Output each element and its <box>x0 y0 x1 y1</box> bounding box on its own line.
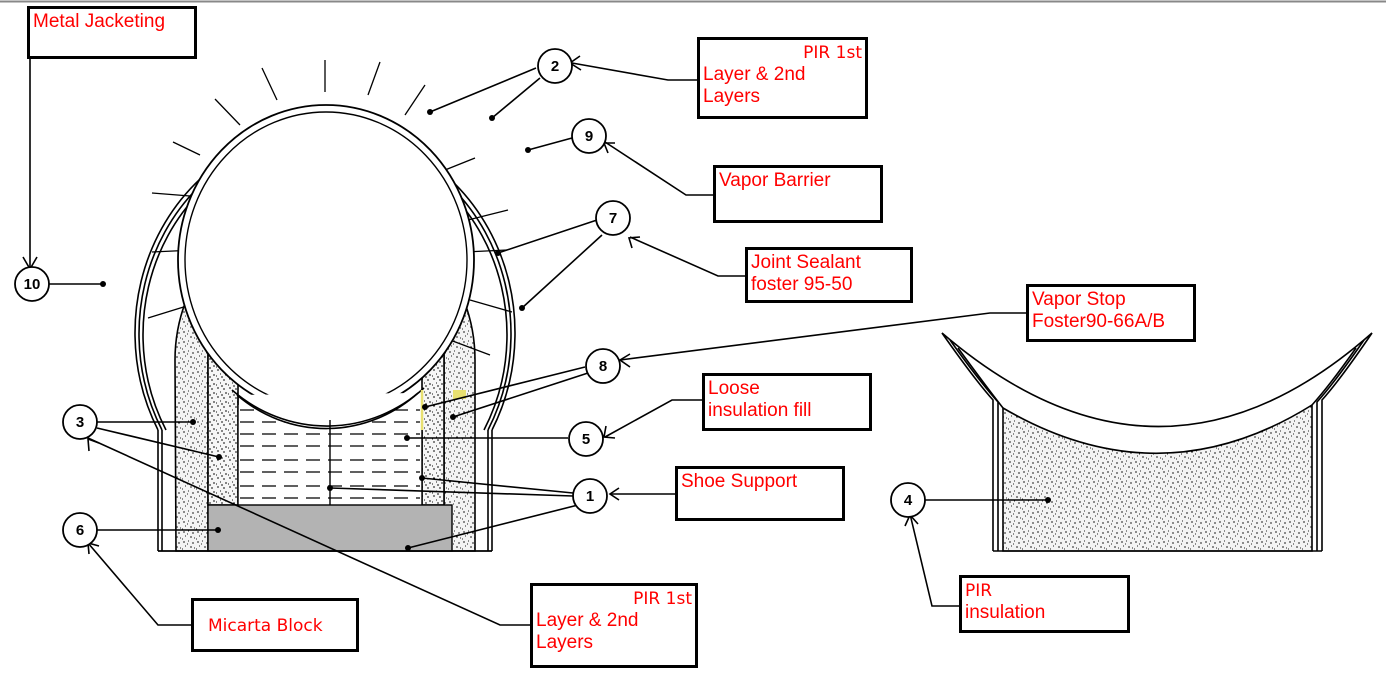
svg-text:9: 9 <box>585 128 593 145</box>
arrowhead-7 <box>627 236 641 249</box>
label-text: Joint Sealant <box>751 252 861 273</box>
label-pir-layers-bottom: PIR 1st Layer & 2nd Layers <box>530 583 698 668</box>
label-text: Layer & 2nd <box>536 610 639 631</box>
pointer-7b <box>521 234 603 309</box>
leader-loose-fill <box>604 399 703 438</box>
label-text: PIR 1st <box>803 43 862 63</box>
svg-text:5: 5 <box>582 431 590 448</box>
callout-3: 3 <box>62 404 98 440</box>
arrowhead-8 <box>618 353 631 368</box>
pir-saddle-assembly <box>941 332 1373 552</box>
arrowhead-3 <box>87 437 100 452</box>
leader-vapor-stop <box>619 312 1027 361</box>
callout-bubbles: 10 2 9 7 8 5 1 3 6 4 <box>14 48 926 548</box>
callout-9: 9 <box>571 118 607 154</box>
label-text: Micarta Block <box>208 616 323 636</box>
callout-7: 7 <box>595 200 631 236</box>
label-text: Vapor Barrier <box>719 170 831 191</box>
svg-text:2: 2 <box>551 58 559 75</box>
label-text: PIR 1st <box>633 589 692 609</box>
label-text: Layers <box>703 86 761 107</box>
label-text: Layers <box>536 632 594 653</box>
micarta-block <box>207 504 453 552</box>
svg-text:3: 3 <box>76 414 84 431</box>
label-text: Foster90-66A/B <box>1032 311 1166 332</box>
leader-pir-insulation <box>909 513 960 607</box>
pointer-1a <box>329 487 574 497</box>
arrowhead-5 <box>603 425 616 439</box>
leader-pir-top <box>571 62 698 81</box>
label-metal-jacketing: Metal Jacketing <box>27 6 197 59</box>
pipe-wall <box>184 111 468 409</box>
target-dots <box>100 109 1051 551</box>
label-loose-insulation-fill: Loose insulation fill <box>702 373 872 431</box>
pointer-1b <box>421 477 574 494</box>
label-text: insulation fill <box>708 400 812 421</box>
leader-pir-bottom <box>87 437 531 626</box>
label-pir-layers-top: PIR 1st Layer & 2nd Layers <box>697 37 868 119</box>
label-text: Layer & 2nd <box>703 64 806 85</box>
callout-4: 4 <box>890 482 926 518</box>
svg-text:1: 1 <box>586 488 594 505</box>
callout-8: 8 <box>585 348 621 384</box>
label-text: PIR <box>965 581 993 601</box>
svg-text:4: 4 <box>904 492 913 509</box>
label-text: Metal Jacketing <box>33 11 166 32</box>
pointer-2b <box>491 77 541 119</box>
pointer-9 <box>527 137 573 151</box>
callout-10: 10 <box>14 266 50 302</box>
callout-1: 1 <box>572 478 608 514</box>
label-vapor-stop: Vapor Stop Foster90-66A/B <box>1026 284 1196 342</box>
pipe-support-assembly <box>134 60 516 552</box>
label-text: foster 95-50 <box>751 274 853 295</box>
label-text: Shoe Support <box>681 471 798 492</box>
pointer-7a <box>497 219 598 254</box>
label-shoe-support: Shoe Support <box>675 466 845 521</box>
leader-micarta <box>87 542 192 626</box>
label-micarta-block: Micarta Block <box>191 598 359 652</box>
svg-text:8: 8 <box>599 358 607 375</box>
label-joint-sealant: Joint Sealant foster 95-50 <box>745 247 913 303</box>
leader-metal-jacketing <box>29 29 80 269</box>
pipe-bottom-edge-outer <box>231 387 425 427</box>
leader-joint-sealant <box>629 236 747 277</box>
label-text: Loose <box>708 378 760 399</box>
leader-vapor-barrier <box>604 141 714 196</box>
label-vapor-barrier: Vapor Barrier <box>713 165 883 223</box>
pointer-8b <box>452 372 589 418</box>
label-pir-insulation: PIR insulation <box>959 575 1130 633</box>
pointer-8a <box>424 366 586 408</box>
saddle-jacket-lines <box>941 332 1373 552</box>
svg-text:10: 10 <box>24 276 41 293</box>
callout-2: 2 <box>537 48 573 84</box>
callout-5: 5 <box>568 421 604 457</box>
arrowhead-1 <box>608 487 620 501</box>
svg-text:7: 7 <box>609 210 617 227</box>
pointer-1c <box>407 504 579 549</box>
callout-6: 6 <box>62 512 98 548</box>
label-text: Vapor Stop <box>1032 289 1126 310</box>
svg-text:6: 6 <box>76 522 84 539</box>
pointer-3b <box>96 427 220 458</box>
label-text: insulation <box>965 602 1046 623</box>
pir-saddle-fill <box>1002 403 1313 552</box>
pointer-2a <box>429 67 537 113</box>
vapor-stop-highlight-patch <box>453 390 466 399</box>
